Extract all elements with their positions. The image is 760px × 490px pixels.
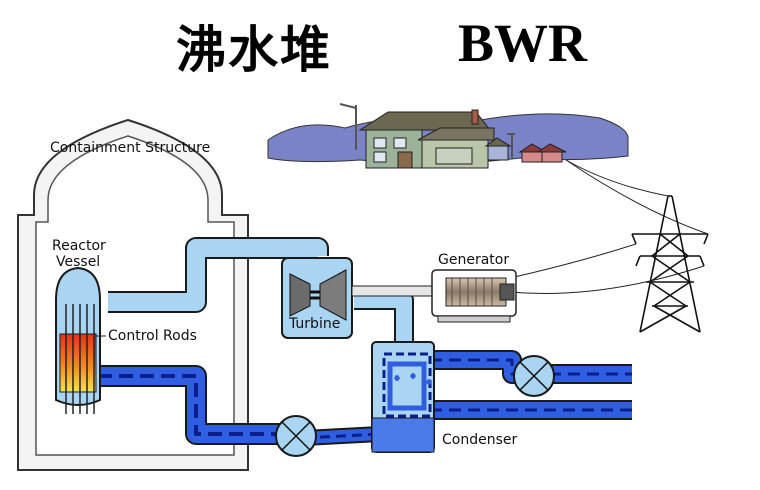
feedwater-line bbox=[98, 365, 381, 446]
reactor-vessel-icon bbox=[55, 266, 101, 414]
generator-icon bbox=[431, 269, 517, 323]
pump-icon bbox=[275, 415, 317, 457]
reactor-label-line2: Vessel bbox=[56, 254, 101, 270]
control-rods-label: Control Rods bbox=[108, 328, 197, 344]
generator-label: Generator bbox=[438, 252, 510, 268]
page-title-english: BWR bbox=[458, 13, 588, 73]
street-lamp-left-icon bbox=[339, 103, 357, 150]
reactor-label-line1: Reactor bbox=[52, 238, 106, 254]
transmission-tower-icon bbox=[631, 195, 709, 333]
turbine-icon bbox=[281, 257, 353, 339]
containment-structure-label: Containment Structure bbox=[50, 140, 211, 156]
turbine-shaft bbox=[351, 285, 439, 297]
page-title-chinese: 沸水堆 bbox=[176, 21, 332, 79]
power-lines bbox=[509, 159, 709, 295]
condenser-label: Condenser bbox=[442, 432, 518, 448]
condenser-icon bbox=[371, 341, 435, 453]
turbine-label: Turbine bbox=[289, 316, 341, 332]
street-lamp-right-icon bbox=[507, 133, 515, 158]
house-icon bbox=[358, 109, 495, 169]
house-small-icon bbox=[484, 137, 567, 163]
cooling-pump-icon bbox=[513, 355, 555, 397]
steam-line bbox=[108, 237, 414, 350]
